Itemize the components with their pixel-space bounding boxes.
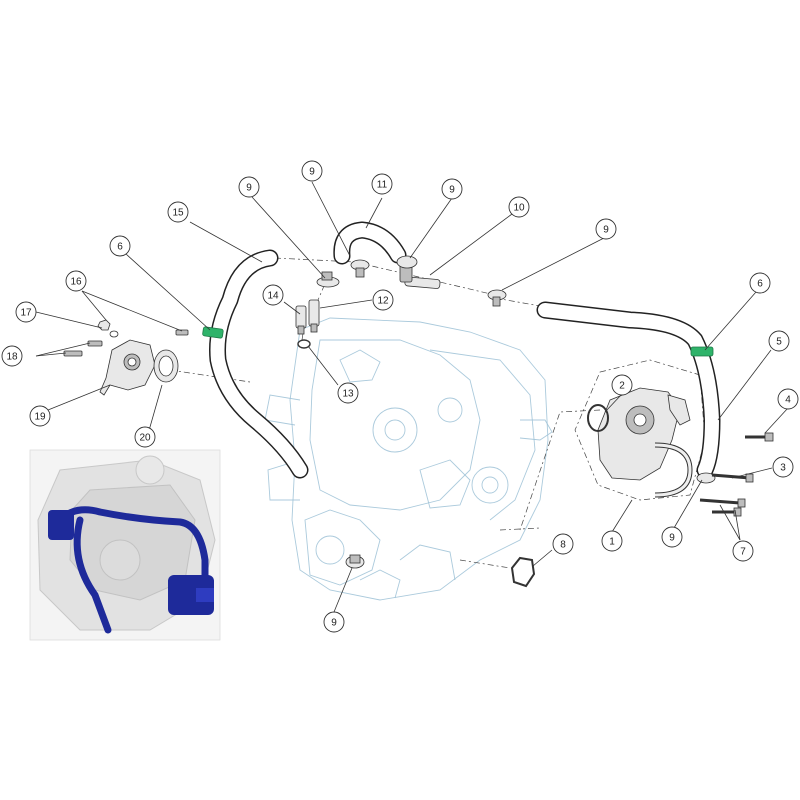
- callout-1: 1: [601, 530, 623, 552]
- svg-text:2: 2: [619, 381, 625, 392]
- bolt-4: [745, 432, 774, 442]
- callout-20: 20: [134, 426, 156, 448]
- clip-9-upper-left: [316, 271, 340, 288]
- callout-11: 11: [371, 173, 393, 195]
- bolt-16: [175, 329, 189, 336]
- callout-6-left: 6: [109, 235, 131, 257]
- svg-text:9: 9: [309, 167, 315, 178]
- callout-17: 17: [15, 301, 37, 323]
- clip-9-upper-right: [396, 255, 418, 269]
- hose-clip-green-left: [202, 326, 224, 339]
- washer-13: [297, 339, 311, 349]
- svg-text:14: 14: [267, 291, 279, 302]
- svg-text:13: 13: [342, 389, 354, 400]
- clip-9-upper-mid: [350, 259, 370, 278]
- callout-9-a: 9: [238, 176, 260, 198]
- gasket-8: [510, 556, 536, 588]
- pump-assembly-outline: [574, 359, 706, 501]
- svg-text:10: 10: [513, 203, 525, 214]
- hose-clip-green-right: [690, 346, 714, 357]
- callout-6-right: 6: [749, 272, 771, 294]
- callout-10: 10: [508, 196, 530, 218]
- thermostat-housing-19: [99, 339, 156, 396]
- svg-text:9: 9: [603, 225, 609, 236]
- thermostat-20: [153, 349, 179, 383]
- hose-11: [333, 221, 407, 265]
- water-pump-1: [597, 387, 693, 498]
- svg-text:11: 11: [377, 180, 388, 191]
- callout-8: 8: [552, 533, 574, 555]
- svg-text:20: 20: [139, 433, 151, 444]
- callout-4: 4: [777, 388, 799, 410]
- svg-text:1: 1: [609, 537, 615, 548]
- clip-9-bottom: [345, 554, 365, 569]
- callout-9-b: 9: [301, 160, 323, 182]
- svg-text:4: 4: [785, 395, 791, 406]
- svg-text:17: 17: [20, 308, 32, 319]
- engine-block-outline: [264, 317, 553, 601]
- hose-5: [536, 301, 721, 479]
- callout-5: 5: [768, 330, 790, 352]
- svg-text:8: 8: [560, 540, 566, 551]
- callout-3: 3: [772, 456, 794, 478]
- callout-14: 14: [262, 284, 284, 306]
- callout-9-f: 9: [323, 611, 345, 633]
- svg-text:9: 9: [669, 533, 675, 544]
- callout-15: 15: [167, 201, 189, 223]
- svg-text:9: 9: [331, 618, 337, 629]
- svg-text:9: 9: [246, 183, 252, 194]
- callouts: 1 2 3 4 5 6 6 7 8 9 9 9 9 9 9 10 11 12 1…: [1, 160, 799, 633]
- svg-text:7: 7: [740, 547, 746, 558]
- callout-18: 18: [1, 345, 23, 367]
- callout-13: 13: [337, 382, 359, 404]
- svg-text:16: 16: [70, 277, 82, 288]
- nut-17: [97, 319, 119, 338]
- gasket-2: [587, 404, 609, 432]
- callout-9-e: 9: [661, 526, 683, 548]
- callout-16: 16: [65, 270, 87, 292]
- bolt-18: [63, 340, 103, 357]
- clip-9-right: [487, 289, 507, 307]
- leader-lines: [35, 181, 789, 613]
- callout-12: 12: [372, 289, 394, 311]
- svg-text:6: 6: [757, 279, 763, 290]
- svg-text:9: 9: [449, 185, 455, 196]
- callout-9-c: 9: [441, 178, 463, 200]
- svg-text:5: 5: [776, 337, 782, 348]
- hose-15: [209, 249, 309, 479]
- bolt-7: [699, 498, 746, 517]
- locator-highlight-hose: [56, 506, 209, 594]
- callout-2: 2: [611, 374, 633, 396]
- callout-19: 19: [29, 405, 51, 427]
- svg-text:3: 3: [780, 463, 786, 474]
- svg-text:19: 19: [34, 412, 46, 423]
- svg-text:15: 15: [172, 208, 184, 219]
- callout-9-d: 9: [595, 218, 617, 240]
- sensor-12-14: [295, 299, 320, 335]
- callout-7: 7: [732, 540, 754, 562]
- locator-inset: [29, 449, 221, 641]
- svg-text:18: 18: [6, 352, 18, 363]
- svg-text:12: 12: [377, 296, 389, 307]
- svg-text:6: 6: [117, 242, 123, 253]
